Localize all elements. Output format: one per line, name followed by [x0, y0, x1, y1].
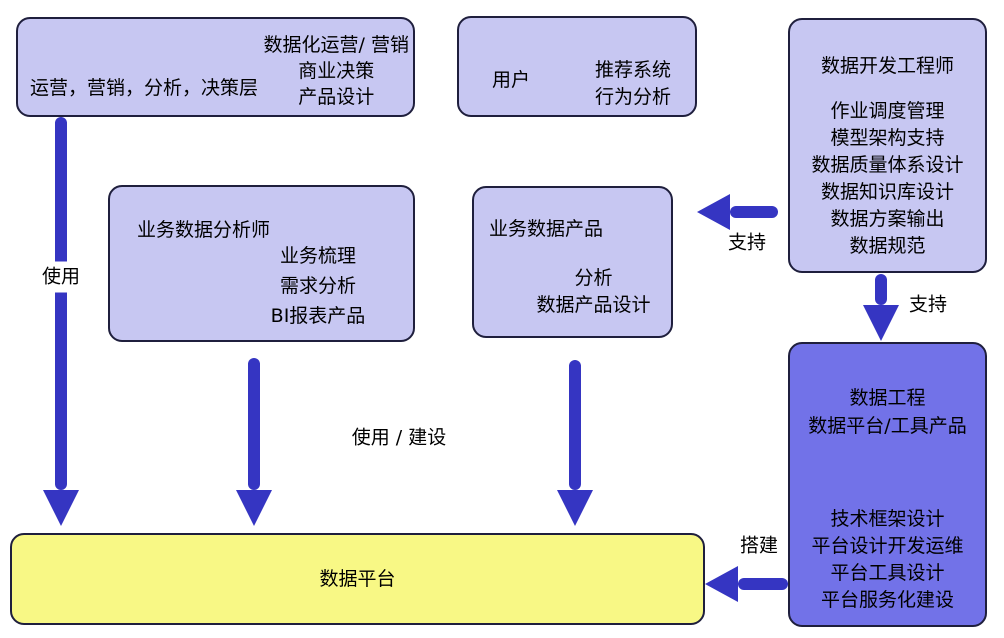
edge-label-use: 使用 — [36, 261, 86, 293]
node-platform-team-title-line: 数据平台/工具产品 — [808, 415, 967, 437]
edge-label-support-platform-team: 支持 — [908, 293, 948, 316]
arrow-shaft — [569, 360, 581, 490]
node-platform-label: 数据平台 — [319, 567, 396, 590]
node-ops-detail-line: 数据化运营/ 营销 — [263, 34, 409, 56]
node-platform-team: 数据工程 数据平台/工具产品 技术框架设计 平台设计开发运维 平台工具设计 平台… — [788, 342, 987, 627]
arrow-shaft — [730, 206, 778, 218]
node-users-detail-line: 推荐系统 — [594, 59, 671, 81]
node-data-engineer-detail: 作业调度管理 模型架构支持 数据质量体系设计 数据知识库设计 数据方案输出 数据… — [790, 98, 985, 260]
node-ops-detail-line: 商业决策 — [298, 60, 375, 82]
node-data-product-title: 业务数据产品 — [489, 218, 604, 240]
edge-label-use-build: 使用 / 建设 — [351, 426, 447, 449]
node-users-detail-line: 行为分析 — [594, 86, 671, 108]
node-platform-team-detail-line: 平台工具设计 — [830, 562, 945, 584]
node-data-engineer-detail-line: 数据知识库设计 — [820, 181, 954, 203]
node-analyst-detail: 业务梳理 需求分析 BI报表产品 — [243, 241, 393, 331]
node-platform-team-detail-line: 平台服务化建设 — [820, 589, 954, 611]
node-platform-team-detail-line: 平台设计开发运维 — [811, 535, 964, 557]
node-ops-detail-line: 产品设计 — [298, 86, 375, 108]
node-data-engineer: 数据开发工程师 作业调度管理 模型架构支持 数据质量体系设计 数据知识库设计 数… — [788, 18, 987, 273]
arrow-shaft — [55, 117, 67, 490]
node-ops: 运营，营销，分析，决策层 数据化运营/ 营销 商业决策 产品设计 — [16, 17, 415, 117]
node-ops-detail: 数据化运营/ 营销 商业决策 产品设计 — [264, 32, 409, 110]
node-platform-team-title-line: 数据工程 — [849, 387, 926, 409]
arrow-head — [557, 490, 593, 526]
node-ops-label: 运营，营销，分析，决策层 — [30, 77, 259, 99]
node-platform-team-title: 数据工程 数据平台/工具产品 — [790, 384, 985, 440]
arrow-shaft — [738, 578, 788, 590]
node-analyst-detail-line: 需求分析 — [279, 275, 356, 297]
node-platform-team-detail: 技术框架设计 平台设计开发运维 平台工具设计 平台服务化建设 — [790, 506, 985, 614]
arrow-head — [705, 566, 738, 602]
edge-label-support-product: 支持 — [727, 231, 767, 254]
node-analyst-detail-line: 业务梳理 — [279, 245, 356, 267]
node-data-product-detail-line: 分析 — [574, 267, 613, 289]
arrow-head — [697, 194, 730, 230]
node-users-label: 用户 — [492, 69, 531, 91]
node-data-engineer-detail-line: 数据方案输出 — [830, 208, 945, 230]
node-users-detail: 推荐系统 行为分析 — [595, 57, 671, 111]
node-data-engineer-title: 数据开发工程师 — [820, 55, 954, 77]
arrow-shaft — [875, 274, 887, 305]
arrow-head — [236, 490, 272, 526]
node-data-engineer-detail-line: 数据规范 — [849, 235, 926, 257]
edge-label-build: 搭建 — [739, 534, 779, 557]
node-platform: 数据平台 — [10, 533, 705, 625]
node-data-engineer-detail-line: 作业调度管理 — [830, 100, 945, 122]
node-analyst: 业务数据分析师 业务梳理 需求分析 BI报表产品 — [108, 185, 415, 342]
node-data-engineer-detail-line: 模型架构支持 — [830, 127, 945, 149]
node-data-product: 业务数据产品 分析 数据产品设计 — [472, 186, 673, 338]
arrow-head — [863, 305, 899, 341]
node-analyst-title: 业务数据分析师 — [137, 219, 271, 241]
node-data-product-detail: 分析 数据产品设计 — [524, 265, 663, 319]
node-data-engineer-detail-line: 数据质量体系设计 — [811, 154, 964, 176]
node-platform-team-detail-line: 技术框架设计 — [830, 508, 945, 530]
node-analyst-detail-line: BI报表产品 — [270, 305, 366, 327]
arrow-shaft — [248, 358, 260, 490]
node-data-product-detail-line: 数据产品设计 — [536, 294, 651, 316]
arrow-head — [43, 490, 79, 526]
node-users: 用户 推荐系统 行为分析 — [457, 16, 697, 117]
